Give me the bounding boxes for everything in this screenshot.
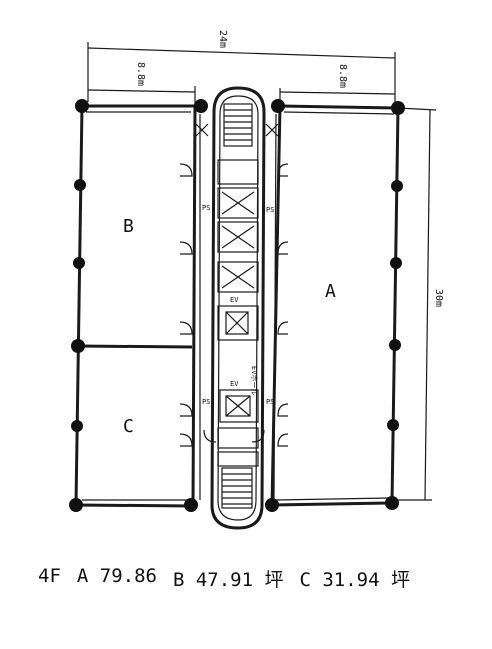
column <box>387 419 399 431</box>
toilet-upper: PS PS <box>202 159 274 253</box>
toilet-lower: EV PS PS <box>202 380 274 467</box>
column <box>69 498 83 512</box>
column <box>271 99 285 113</box>
floor-label: 4F <box>38 565 61 587</box>
column <box>73 257 85 269</box>
right-block-walls <box>270 104 400 507</box>
column <box>389 339 401 351</box>
dimension-top-total: 24m <box>87 30 396 106</box>
area-a: A 79.86 <box>76 565 157 587</box>
label-ps-1: PS <box>202 204 210 212</box>
column <box>75 99 89 113</box>
doors <box>179 123 289 447</box>
label-ps-3: PS <box>202 398 210 406</box>
column <box>184 498 198 512</box>
dimension-top-right-label: 8.8m <box>337 64 348 88</box>
column <box>391 180 403 192</box>
room-label-b: B <box>123 216 134 237</box>
stair-bottom <box>221 467 253 509</box>
elevators: EV <box>217 261 259 341</box>
column <box>74 179 86 191</box>
dimension-top-left-label: 8.8m <box>135 62 146 86</box>
area-c: C 31.94 坪 <box>299 569 410 591</box>
column <box>194 99 208 113</box>
dimension-top-left: 8.8m <box>87 62 196 106</box>
dimension-top-total-label: 24m <box>217 30 228 48</box>
left-block-walls <box>74 104 197 508</box>
dimension-right-total-label: 30m <box>433 289 444 307</box>
area-b: B 47.91 坪 <box>172 569 284 591</box>
columns <box>69 99 405 512</box>
column <box>391 101 405 115</box>
area-caption: 4F A 79.86 B 47.91 坪 C 31.94 坪 <box>38 565 478 593</box>
label-ps-4: PS <box>266 398 274 406</box>
column <box>71 339 85 353</box>
column <box>71 420 83 432</box>
label-ev-2: EV <box>230 380 239 388</box>
core: PS PS EV EVホール EV PS PS <box>179 86 289 530</box>
room-label-c: C <box>123 416 134 437</box>
label-ev-1: EV <box>230 296 239 304</box>
label-ev-hall: EVホール <box>250 366 258 395</box>
room-label-a: A <box>325 281 336 302</box>
column <box>390 257 402 269</box>
stair-top <box>223 103 253 147</box>
floor-plan: 24m 8.8m 8.8m 30m <box>69 30 444 530</box>
column <box>385 496 399 510</box>
dimension-top-right: 8.8m <box>279 64 396 106</box>
column <box>265 498 279 512</box>
label-ps-2: PS <box>266 206 274 214</box>
